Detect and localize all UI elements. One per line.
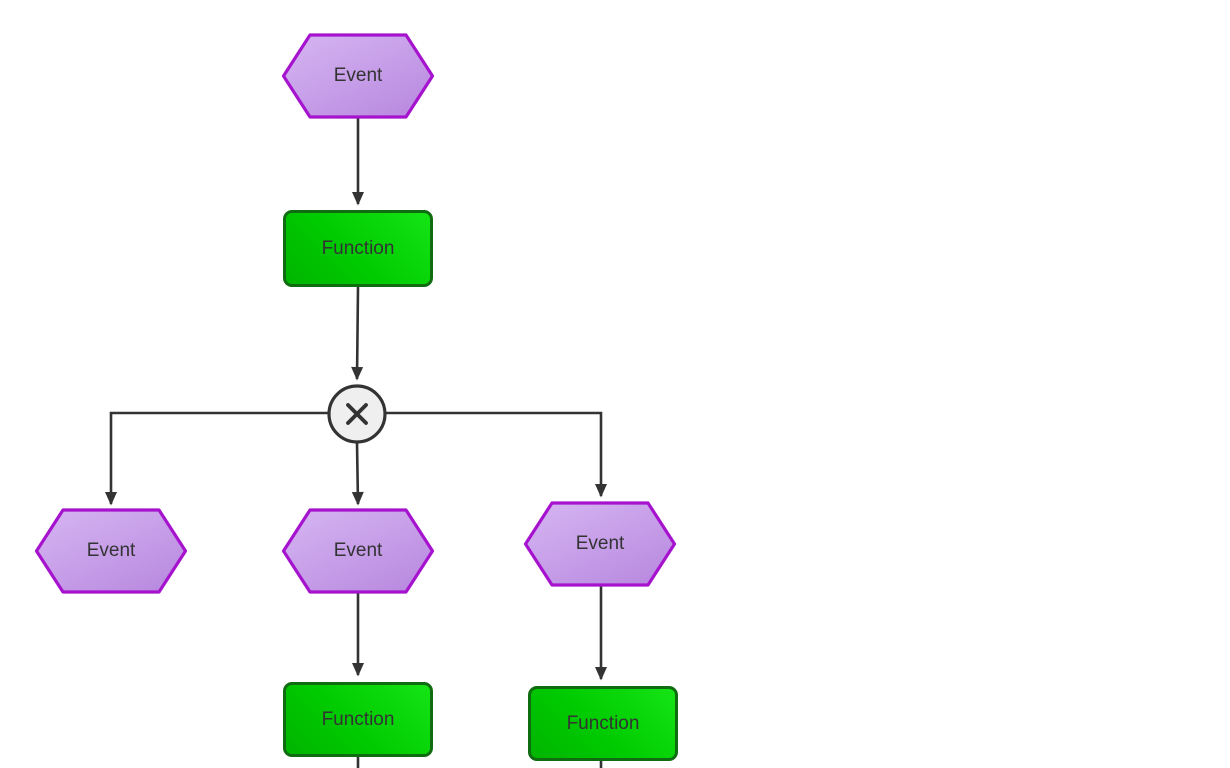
- hexagon-shape: [281, 33, 435, 119]
- hexagon-shape: [523, 501, 677, 587]
- hexagon-shape: [34, 508, 188, 594]
- function-node-top[interactable]: Function: [283, 210, 433, 287]
- event-node-center[interactable]: Event: [281, 507, 435, 595]
- event-node-top[interactable]: Event: [281, 32, 435, 120]
- node-label: Event: [333, 65, 383, 86]
- hexagon-shape: [281, 508, 435, 594]
- function-node-right[interactable]: Function: [528, 686, 678, 761]
- event-node-right[interactable]: Event: [523, 500, 677, 588]
- event-node-left[interactable]: Event: [34, 507, 188, 595]
- xor-icon: [327, 384, 387, 444]
- edge-xor-to-event-center: [351, 442, 364, 506]
- node-label: Event: [86, 540, 136, 561]
- node-label: Function: [566, 712, 640, 734]
- xor-connector-node[interactable]: [325, 382, 389, 446]
- edge-xor-to-event-right: [386, 411, 607, 498]
- node-label: Event: [575, 533, 625, 554]
- edge-function-top-to-xor: [351, 286, 364, 381]
- node-label: Event: [333, 540, 383, 561]
- node-label: Function: [321, 708, 395, 730]
- node-label: Function: [321, 237, 395, 259]
- edge-xor-to-event-left: [105, 411, 329, 506]
- function-node-center[interactable]: Function: [283, 682, 433, 757]
